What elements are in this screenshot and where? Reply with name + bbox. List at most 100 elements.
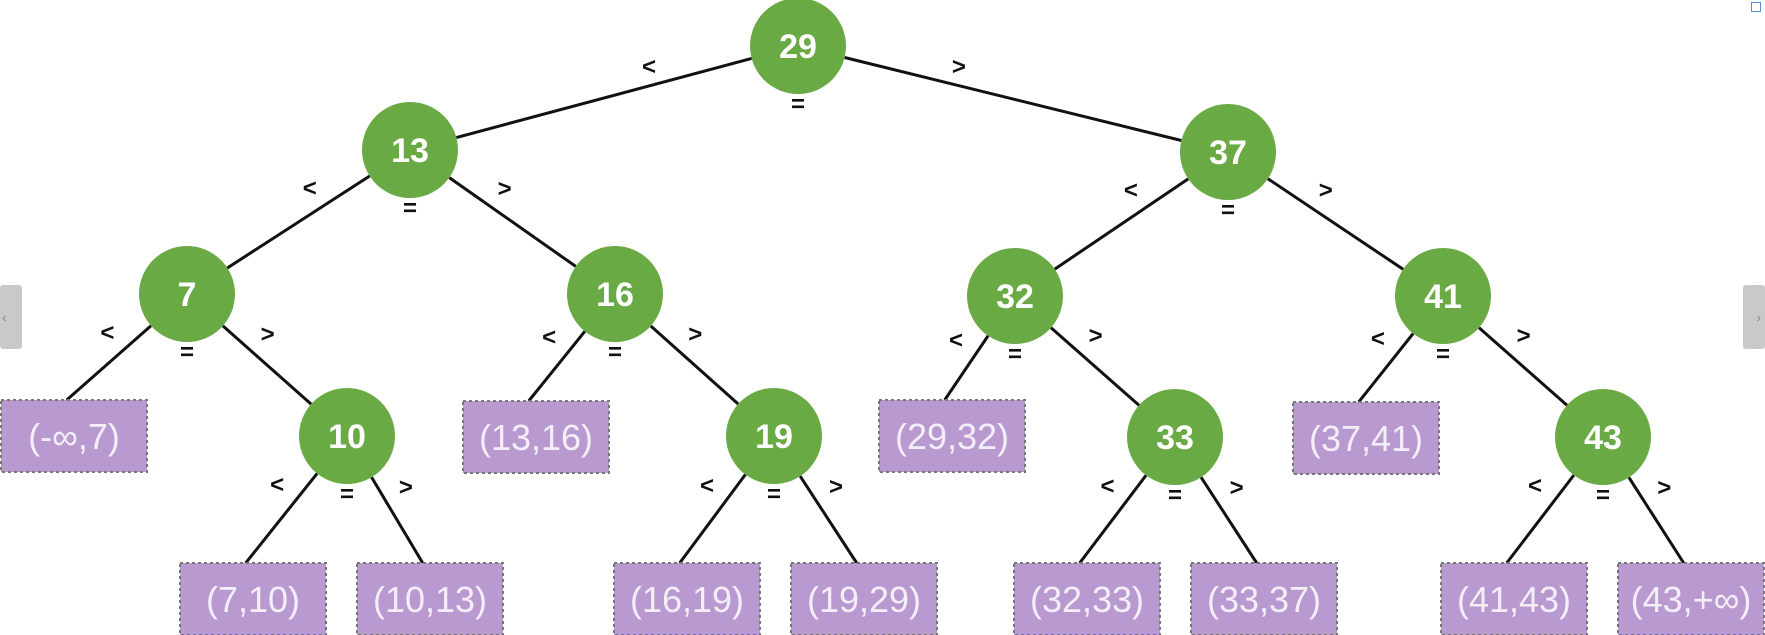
node-label: 13 bbox=[391, 132, 429, 170]
edge-33-L8 bbox=[1078, 474, 1148, 564]
node-label: 29 bbox=[779, 28, 817, 66]
edge-label-greater: > bbox=[688, 321, 702, 348]
leaf-interval: (41,43) bbox=[1440, 562, 1588, 635]
tree-node: 29 bbox=[750, 0, 846, 94]
node-circle bbox=[967, 248, 1063, 344]
edge-label-greater: > bbox=[498, 175, 512, 202]
leaf-label: (29,32) bbox=[895, 416, 1009, 457]
edge-label-greater: > bbox=[1230, 474, 1244, 501]
edge-37-41 bbox=[1267, 177, 1404, 271]
chevron-right-icon: › bbox=[1756, 309, 1761, 325]
node-label: 33 bbox=[1156, 419, 1194, 457]
edge-label-equal: = bbox=[1168, 482, 1182, 509]
edge-10-L2 bbox=[244, 472, 319, 564]
edge-label-equal: = bbox=[608, 339, 622, 366]
edge-32-L7 bbox=[943, 334, 990, 401]
edge-16-19 bbox=[649, 324, 740, 406]
edge-label-less: < bbox=[542, 324, 556, 351]
edge-label-greater: > bbox=[829, 474, 843, 501]
edge-label-greater: > bbox=[399, 474, 413, 501]
node-label: 19 bbox=[755, 418, 793, 456]
leaf-label: (43,+∞) bbox=[1631, 579, 1752, 620]
leaf-box bbox=[613, 562, 761, 635]
edge-label-less: < bbox=[1100, 473, 1114, 500]
edge-43-L11 bbox=[1505, 474, 1576, 564]
leaf-label: (7,10) bbox=[206, 579, 300, 620]
edge-label-less: < bbox=[642, 54, 656, 81]
leaf-box bbox=[0, 399, 148, 473]
expand-icon[interactable] bbox=[1751, 2, 1761, 12]
leaf-box bbox=[1292, 401, 1440, 475]
tree-node: 19 bbox=[726, 388, 822, 484]
tree-node: 16 bbox=[567, 246, 663, 342]
edge-label-less: < bbox=[100, 320, 114, 347]
edge-7-L1 bbox=[65, 324, 152, 402]
leaf-box bbox=[1440, 562, 1588, 635]
leaf-interval: (33,37) bbox=[1190, 562, 1338, 635]
edge-label-equal: = bbox=[767, 481, 781, 508]
node-circle bbox=[139, 246, 235, 342]
tree-node: 7 bbox=[139, 246, 235, 342]
edge-19-L5 bbox=[678, 473, 747, 564]
tree-node: 43 bbox=[1555, 389, 1651, 485]
edge-label-equal: = bbox=[180, 339, 194, 366]
leaf-label: (13,16) bbox=[479, 417, 593, 458]
leaf-label: (32,33) bbox=[1030, 579, 1144, 620]
leaf-interval: (37,41) bbox=[1292, 401, 1440, 475]
leaf-interval: (19,29) bbox=[790, 562, 938, 635]
tree-node: 37 bbox=[1180, 104, 1276, 200]
leaves-layer: (-∞,7) (7,10) (10,13) (13,16) (16,19) (19,29)… bbox=[0, 399, 1765, 635]
leaf-box bbox=[179, 562, 327, 635]
chevron-left-icon: ‹ bbox=[2, 309, 7, 325]
next-button[interactable]: › bbox=[1743, 285, 1765, 349]
leaf-box bbox=[790, 562, 938, 635]
edge-label-greater: > bbox=[1657, 474, 1671, 501]
leaf-box bbox=[1617, 562, 1765, 635]
edge-33-L9 bbox=[1199, 476, 1258, 564]
node-label: 37 bbox=[1209, 134, 1247, 172]
edge-label-equal: = bbox=[340, 481, 354, 508]
leaf-interval: (10,13) bbox=[356, 562, 504, 635]
leaf-box bbox=[356, 562, 504, 635]
node-label: 32 bbox=[996, 278, 1034, 316]
leaf-interval: (-∞,7) bbox=[0, 399, 148, 473]
edges-layer bbox=[65, 56, 1685, 564]
node-circle bbox=[1180, 104, 1276, 200]
node-circle bbox=[299, 388, 395, 484]
edge-label-equal: = bbox=[403, 195, 417, 222]
leaf-interval: (13,16) bbox=[462, 400, 610, 474]
leaf-label: (16,19) bbox=[630, 579, 744, 620]
tree-node: 10 bbox=[299, 388, 395, 484]
edge-41-L10 bbox=[1357, 332, 1415, 403]
leaf-interval: (29,32) bbox=[878, 399, 1026, 473]
node-label: 43 bbox=[1584, 419, 1622, 457]
leaf-label: (10,13) bbox=[373, 579, 487, 620]
leaf-label: (37,41) bbox=[1309, 418, 1423, 459]
previous-button[interactable]: ‹ bbox=[0, 285, 22, 349]
edge-label-equal: = bbox=[1221, 197, 1235, 224]
node-circle bbox=[362, 102, 458, 198]
tree-node: 33 bbox=[1127, 389, 1223, 485]
edge-10-L3 bbox=[370, 476, 424, 564]
edge-label-less: < bbox=[1124, 177, 1138, 204]
node-label: 7 bbox=[178, 276, 197, 314]
edge-label-equal: = bbox=[1436, 341, 1450, 368]
edge-43-L12 bbox=[1627, 476, 1685, 564]
leaf-label: (41,43) bbox=[1457, 579, 1571, 620]
edge-labels-layer: <><><><><><><><><><><>=========== bbox=[100, 54, 1671, 509]
edge-37-32 bbox=[1053, 177, 1190, 271]
leaf-label: (19,29) bbox=[807, 579, 921, 620]
edge-label-less: < bbox=[949, 327, 963, 354]
edge-label-greater: > bbox=[1517, 322, 1531, 349]
leaf-interval: (43,+∞) bbox=[1617, 562, 1765, 635]
edge-19-L6 bbox=[798, 475, 858, 564]
edge-32-33 bbox=[1050, 326, 1140, 407]
nodes-layer: 29 13 37 7 16 32 41 10 19 33 43 bbox=[139, 0, 1651, 485]
tree-node: 41 bbox=[1395, 248, 1491, 344]
leaf-box bbox=[1190, 562, 1338, 635]
edge-label-greater: > bbox=[1089, 322, 1103, 349]
leaf-label: (-∞,7) bbox=[28, 416, 120, 457]
edge-label-less: < bbox=[700, 472, 714, 499]
leaf-box bbox=[878, 399, 1026, 473]
